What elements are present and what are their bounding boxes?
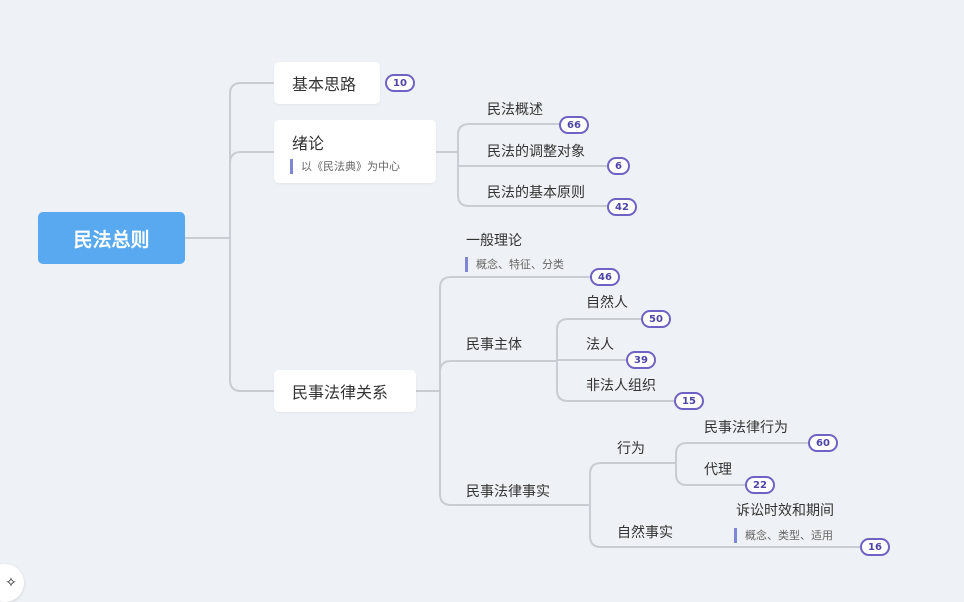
node-unincorporated-org[interactable]: 非法人组织 <box>586 378 656 394</box>
node-adjustment-objects[interactable]: 民法的调整对象 <box>487 144 585 160</box>
node-civil-legal-relation[interactable]: 民事法律关系 <box>274 370 416 412</box>
node-limitation-period[interactable]: 诉讼时效和期间 <box>736 503 834 519</box>
node-civil-subject[interactable]: 民事主体 <box>466 337 522 353</box>
root-node[interactable]: 民法总则 <box>38 212 185 264</box>
count-badge[interactable]: 16 <box>860 538 890 556</box>
count-badge[interactable]: 66 <box>559 116 589 134</box>
node-basic-approach[interactable]: 基本思路 <box>274 62 380 104</box>
node-label: 民事法律关系 <box>292 383 389 402</box>
node-note: 以《民法典》为中心 <box>290 159 400 174</box>
count-badge[interactable]: 46 <box>590 268 620 286</box>
node-natural-fact[interactable]: 自然事实 <box>617 525 673 541</box>
count-badge[interactable]: 42 <box>607 198 637 216</box>
count-badge[interactable]: 22 <box>745 476 775 494</box>
node-general-theory[interactable]: 一般理论 <box>466 233 522 249</box>
count-badge[interactable]: 15 <box>674 392 704 410</box>
node-label: 绪论 <box>292 134 325 153</box>
node-introduction[interactable]: 绪论 以《民法典》为中心 <box>274 120 436 183</box>
node-civil-law-overview[interactable]: 民法概述 <box>487 102 543 118</box>
count-badge[interactable]: 39 <box>626 351 656 369</box>
node-basic-principles[interactable]: 民法的基本原则 <box>487 185 585 201</box>
node-act[interactable]: 行为 <box>617 441 645 457</box>
node-civil-juristic-act[interactable]: 民事法律行为 <box>704 420 788 436</box>
node-natural-person[interactable]: 自然人 <box>586 295 628 311</box>
node-label: 基本思路 <box>292 75 357 94</box>
node-note: 概念、特征、分类 <box>465 257 564 272</box>
node-note: 概念、类型、适用 <box>734 528 833 543</box>
node-civil-legal-fact[interactable]: 民事法律事实 <box>466 484 550 500</box>
count-badge[interactable]: 10 <box>385 74 415 92</box>
magic-wand-icon: ✧ <box>5 575 17 591</box>
node-agency[interactable]: 代理 <box>704 462 732 478</box>
count-badge[interactable]: 60 <box>808 434 838 452</box>
count-badge[interactable]: 6 <box>607 157 630 175</box>
count-badge[interactable]: 50 <box>641 310 671 328</box>
node-legal-person[interactable]: 法人 <box>586 337 614 353</box>
